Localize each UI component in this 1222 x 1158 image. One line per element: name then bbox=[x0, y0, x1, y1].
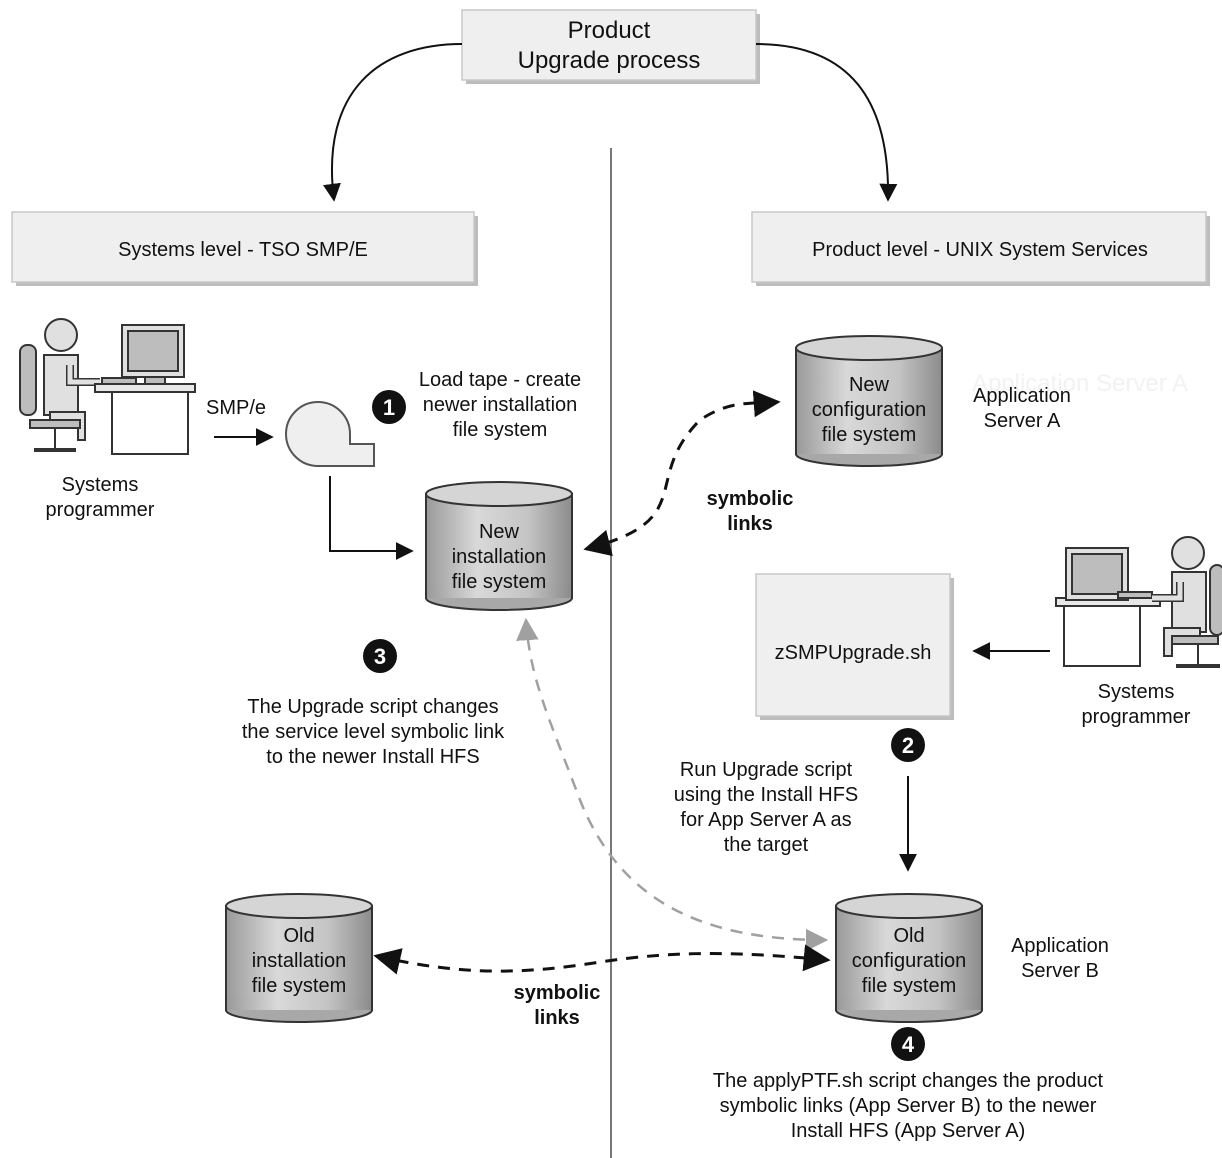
new-config-fs-line-3: file system bbox=[822, 424, 916, 446]
title-box: Product Upgrade process bbox=[461, 9, 760, 84]
tape-to-install-arrow bbox=[329, 476, 414, 560]
right-programmer-label-1: Systems bbox=[1098, 681, 1175, 703]
old-config-fs-cylinder bbox=[835, 893, 983, 1023]
old-config-fs-line-1: Old bbox=[893, 925, 924, 947]
step-3-line-3: to the newer Install HFS bbox=[266, 746, 479, 768]
step-4-line-1: The applyPTF.sh script changes the produ… bbox=[713, 1070, 1104, 1092]
app-server-a-line-1: Application bbox=[973, 385, 1071, 407]
step-1-badge bbox=[372, 390, 406, 424]
step-1-line-3: file system bbox=[453, 419, 547, 441]
new-install-fs-line-3: file system bbox=[452, 571, 546, 593]
step-3-number: 3 bbox=[374, 644, 386, 669]
left-panel-header: Systems level - TSO SMP/E bbox=[11, 211, 478, 286]
symlinks-upper-arrow bbox=[583, 390, 781, 557]
right-programmer-label-2: programmer bbox=[1082, 706, 1191, 728]
title-line-2: Upgrade process bbox=[518, 47, 701, 74]
new-install-fs-line-2: installation bbox=[452, 546, 547, 568]
app-server-b-line-2: Server B bbox=[1021, 960, 1099, 982]
old-install-fs-line-3: file system bbox=[252, 975, 346, 997]
symlinks-lower-line-2: links bbox=[534, 1007, 580, 1029]
title-line-1: Product bbox=[568, 17, 651, 44]
step-2-number: 2 bbox=[902, 733, 914, 758]
app-server-a-line-2: Server A bbox=[984, 410, 1061, 432]
smpe-label: SMP/e bbox=[206, 397, 266, 419]
new-config-fs-cylinder bbox=[795, 335, 943, 467]
title-to-right-arrow bbox=[755, 43, 898, 202]
right-panel-header: Product level - UNIX System Services bbox=[751, 211, 1210, 286]
left-programmer-label-1: Systems bbox=[62, 474, 139, 496]
step-2-line-2: using the Install HFS bbox=[674, 784, 859, 806]
title-to-left-arrow bbox=[323, 43, 463, 202]
symlinks-lower-arrow bbox=[373, 944, 831, 975]
step-3-line-1: The Upgrade script changes bbox=[247, 696, 498, 718]
step-2-line-4: the target bbox=[724, 834, 809, 856]
left-programmer-icon bbox=[19, 318, 196, 455]
step-1-line-2: newer installation bbox=[423, 394, 578, 416]
step-4-badge bbox=[891, 1027, 925, 1061]
right-panel-label: Product level - UNIX System Services bbox=[812, 239, 1148, 261]
old-config-fs-line-3: file system bbox=[862, 975, 956, 997]
script-box-label: zSMPUpgrade.sh bbox=[775, 642, 932, 664]
step-2-line-1: Run Upgrade script bbox=[680, 759, 853, 781]
step-1-line-1: Load tape - create bbox=[419, 369, 581, 391]
symlinks-upper-line-1: symbolic bbox=[707, 488, 794, 510]
tape-icon bbox=[285, 401, 375, 467]
step-4-line-3: Install HFS (App Server A) bbox=[791, 1120, 1026, 1142]
new-install-fs-line-1: New bbox=[479, 521, 520, 543]
left-panel-label: Systems level - TSO SMP/E bbox=[118, 239, 368, 261]
old-config-fs-line-2: configuration bbox=[852, 950, 967, 972]
new-config-fs-line-2: configuration bbox=[812, 399, 927, 421]
step-2-line-3: for App Server A as bbox=[680, 809, 851, 831]
old-install-fs-line-1: Old bbox=[283, 925, 314, 947]
left-programmer-label-2: programmer bbox=[46, 499, 155, 521]
step-3-line-2: the service level symbolic link bbox=[242, 721, 505, 743]
app-server-a-ghost: Application Server A bbox=[972, 370, 1188, 397]
step-1-number: 1 bbox=[383, 395, 395, 420]
new-config-fs-line-1: New bbox=[849, 374, 890, 396]
old-install-fs-cylinder bbox=[225, 893, 373, 1023]
app-server-b-line-1: Application bbox=[1011, 935, 1109, 957]
symlinks-upper-line-2: links bbox=[727, 513, 773, 535]
symlinks-lower-line-1: symbolic bbox=[514, 982, 601, 1004]
step-3-badge bbox=[363, 639, 397, 673]
step-2-badge bbox=[891, 728, 925, 762]
old-install-fs-line-2: installation bbox=[252, 950, 347, 972]
step-4-line-2: symbolic links (App Server B) to the new… bbox=[720, 1095, 1097, 1117]
new-install-fs-cylinder bbox=[425, 481, 573, 611]
right-programmer-icon bbox=[1055, 536, 1222, 668]
step-4-number: 4 bbox=[902, 1032, 915, 1057]
upgrade-path-arrow bbox=[516, 617, 829, 952]
